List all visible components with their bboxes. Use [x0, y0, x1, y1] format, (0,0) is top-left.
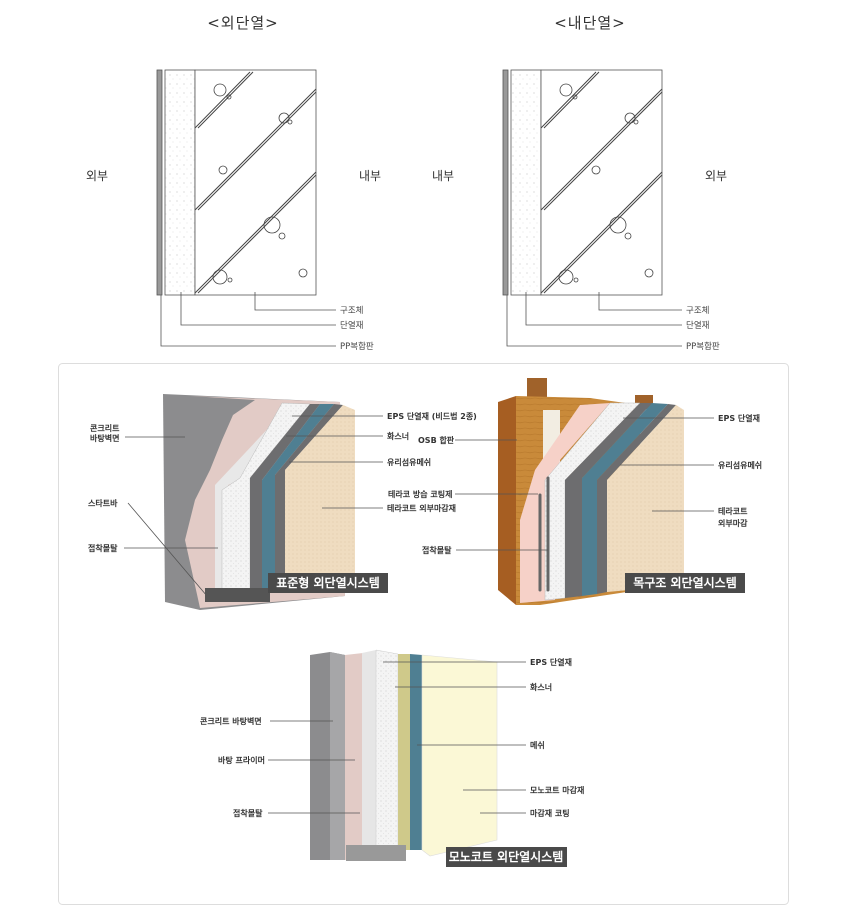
exterior-label: 외부 — [705, 169, 727, 183]
monocoat-system-caption: 모노코트 외단열시스템 — [449, 849, 564, 864]
label-eps: EPS 단열재 (비드법 2종) — [387, 411, 477, 421]
standard-system-caption: 표준형 외단열시스템 — [276, 575, 380, 590]
start-bar — [205, 588, 270, 602]
label-glass-mesh: 유리섬유메쉬 — [718, 460, 762, 470]
structure-hatch — [194, 71, 317, 294]
callout-insulation: 단열재 — [686, 320, 709, 331]
caption-box — [446, 847, 567, 867]
structure-layer — [194, 69, 317, 296]
label-terracoat: 테라코트 — [718, 506, 748, 516]
start-bar — [346, 845, 406, 861]
finish-layer — [285, 405, 355, 590]
label-exterior-finish: 외부마감 — [718, 518, 748, 528]
structure-hatch — [540, 71, 663, 294]
insulation-layer — [510, 69, 542, 296]
label-fastener: 화스너 — [530, 682, 552, 692]
callout-structure: 구조체 — [686, 305, 709, 316]
label-eps: EPS 단열재 — [718, 413, 760, 423]
wood-system: 목구조 외단열시스템 OSB 합판 테라코 방습 코팅제 접착몰탈 EPS 단열… — [388, 378, 762, 605]
callout-structure: 구조체 — [340, 305, 363, 316]
exterior-label: 외부 — [86, 169, 108, 183]
label-concrete-base-wall: 콘크리트 바탕벽면 — [200, 716, 262, 726]
label-adhesive-mortar: 접착몰탈 — [88, 543, 118, 553]
finish-layer — [607, 405, 684, 592]
pp-board — [156, 69, 163, 296]
interior-label: 내부 — [432, 169, 454, 183]
mesh-layer — [262, 404, 334, 590]
outer-insulation-diagram: <외단열> 외부 내부 구조체 단열재 PP복합판 — [86, 14, 381, 352]
label-fastener: 화스너 — [387, 431, 409, 441]
label-osb: OSB 합판 — [418, 435, 455, 445]
label-base-primer: 바탕 프라이머 — [218, 755, 265, 765]
caption-box — [625, 573, 745, 593]
wood-system-caption: 목구조 외단열시스템 — [633, 575, 737, 590]
interior-label: 내부 — [359, 169, 381, 183]
standard-system: 표준형 외단열시스템 콘크리트 바탕벽면 스타트바 접착몰탈 EPS 단열재 (… — [88, 394, 477, 610]
callout-insulation: 단열재 — [340, 320, 363, 331]
inner-insulation-diagram: <내단열> 내부 외부 구조체 단열재 PP복합판 — [432, 14, 727, 352]
label-adhesive-mortar: 접착몰탈 — [233, 808, 263, 818]
structure-layer — [540, 69, 663, 296]
callout-pp-board: PP복합판 — [340, 342, 374, 352]
label-mesh: 메쉬 — [530, 740, 545, 750]
label-base-wall: 바탕벽면 — [90, 433, 119, 443]
vapor-coating — [520, 403, 610, 603]
label-start-bar: 스타트바 — [88, 498, 118, 508]
mesh-layer — [582, 403, 668, 596]
label-adhesive-mortar: 접착몰탈 — [422, 545, 452, 555]
insulation-layer — [164, 69, 196, 296]
label-finish-coating: 마감재 코팅 — [530, 808, 570, 818]
pp-board — [502, 69, 509, 296]
mesh-layer — [410, 654, 422, 850]
label-monocoat-finish: 모노코트 마감재 — [530, 785, 584, 795]
callout-pp-board: PP복합판 — [686, 342, 720, 352]
caption-box — [268, 573, 388, 593]
label-concrete: 콘크리트 — [90, 423, 120, 433]
monocoat-system: 모노코트 외단열시스템 콘크리트 바탕벽면 바탕 프라이머 접착몰탈 EPS 단… — [200, 649, 584, 867]
label-eps: EPS 단열재 — [530, 657, 572, 667]
monocoat-finish — [421, 654, 498, 857]
wood-frame — [498, 396, 516, 605]
label-terracoat-finish: 테라코트 외부마감재 — [387, 503, 456, 513]
inner-insulation-title: <내단열> — [554, 14, 626, 32]
label-vapor-coating: 테라코 방습 코팅제 — [388, 489, 452, 499]
label-glass-mesh: 유리섬유메쉬 — [387, 457, 431, 467]
eps-layer — [375, 649, 399, 853]
outer-insulation-title: <외단열> — [207, 14, 279, 32]
